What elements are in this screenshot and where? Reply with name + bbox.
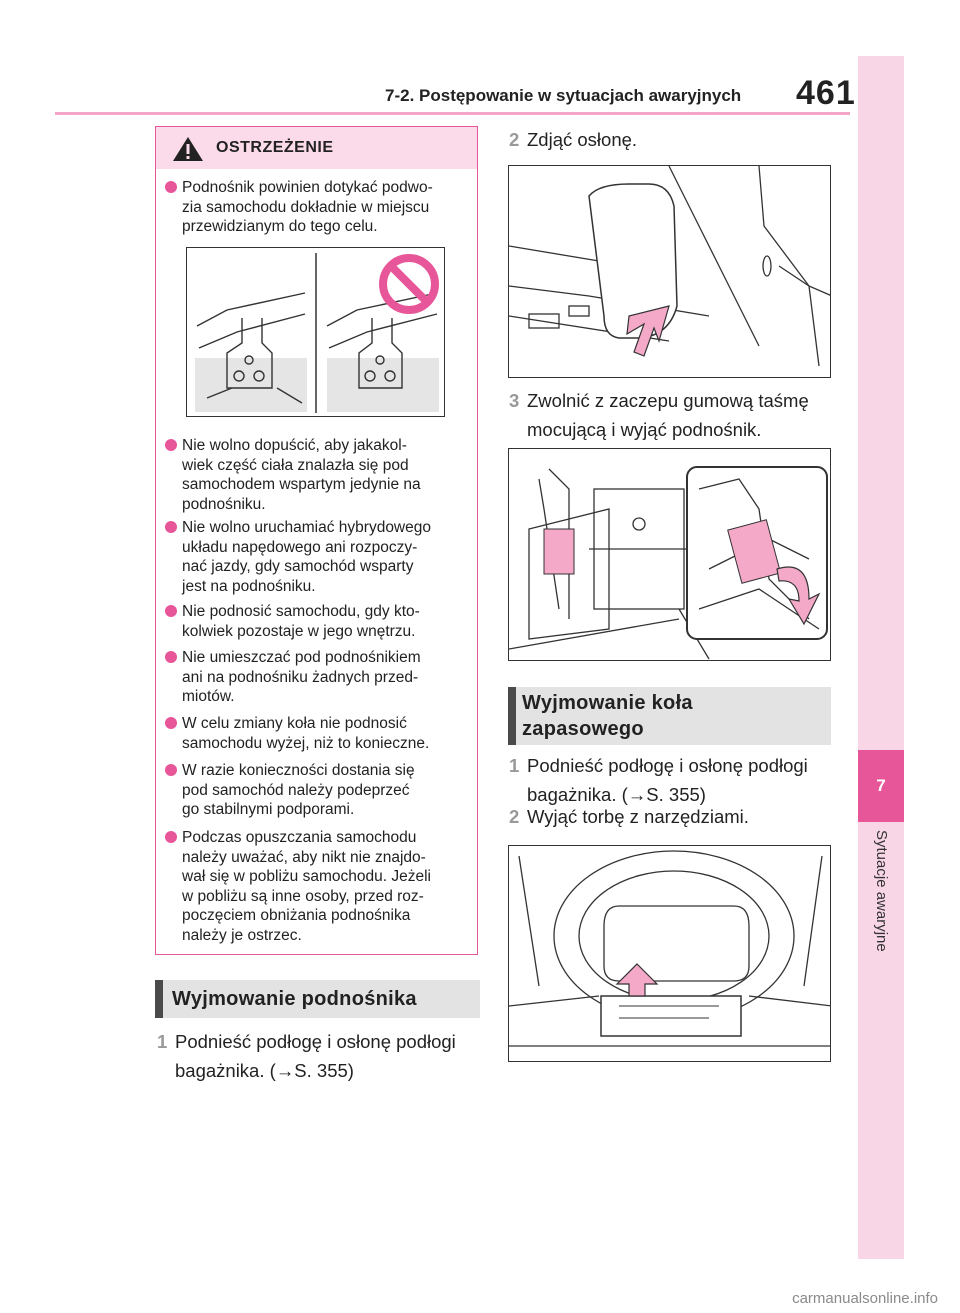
warning-title: OSTRZEŻENIE bbox=[216, 139, 334, 156]
header-rule bbox=[55, 112, 850, 115]
warning-box bbox=[155, 126, 478, 955]
jack-release-illustration bbox=[508, 448, 831, 661]
chapter-number-marker bbox=[858, 750, 904, 822]
bullet-icon bbox=[165, 605, 177, 617]
section-title-jack: Wyjmowanie podnośnika bbox=[172, 988, 417, 1010]
section-title-spare: Wyjmowanie koła zapasowego bbox=[522, 692, 693, 740]
prohibited-icon bbox=[379, 254, 439, 314]
bullet-icon bbox=[165, 651, 177, 663]
cover-removal-drawing bbox=[509, 166, 830, 367]
warning-triangle-icon bbox=[173, 137, 203, 161]
chapter-side-tab bbox=[858, 56, 904, 1259]
tool-bag-illustration bbox=[508, 845, 831, 1062]
section-header-jack bbox=[155, 980, 480, 1018]
bullet-icon bbox=[165, 831, 177, 843]
warning-header bbox=[156, 127, 477, 169]
cover-removal-illustration bbox=[508, 165, 831, 378]
bullet-icon bbox=[165, 181, 177, 193]
bullet-icon bbox=[165, 764, 177, 776]
footer-watermark[interactable]: carmanualsonline.info bbox=[792, 1290, 938, 1307]
chapter-label-wrap: Sytuacje awaryjne bbox=[862, 830, 902, 990]
bullet-icon bbox=[165, 439, 177, 451]
section-title: 7-2. Postępowanie w sytuacjach awaryjnyc… bbox=[385, 86, 742, 105]
chapter-number: 7 bbox=[876, 776, 886, 795]
jack-release-drawing bbox=[509, 466, 828, 660]
bullet-icon bbox=[165, 521, 177, 533]
jack-point-drawing bbox=[195, 253, 439, 413]
chapter-label: Sytuacje awaryjne bbox=[873, 830, 890, 952]
jack-point-illustration bbox=[186, 247, 445, 417]
section-header-spare bbox=[508, 687, 831, 745]
page-number: 461 bbox=[796, 74, 856, 112]
bullet-icon bbox=[165, 717, 177, 729]
tool-bag-drawing bbox=[509, 850, 830, 1047]
